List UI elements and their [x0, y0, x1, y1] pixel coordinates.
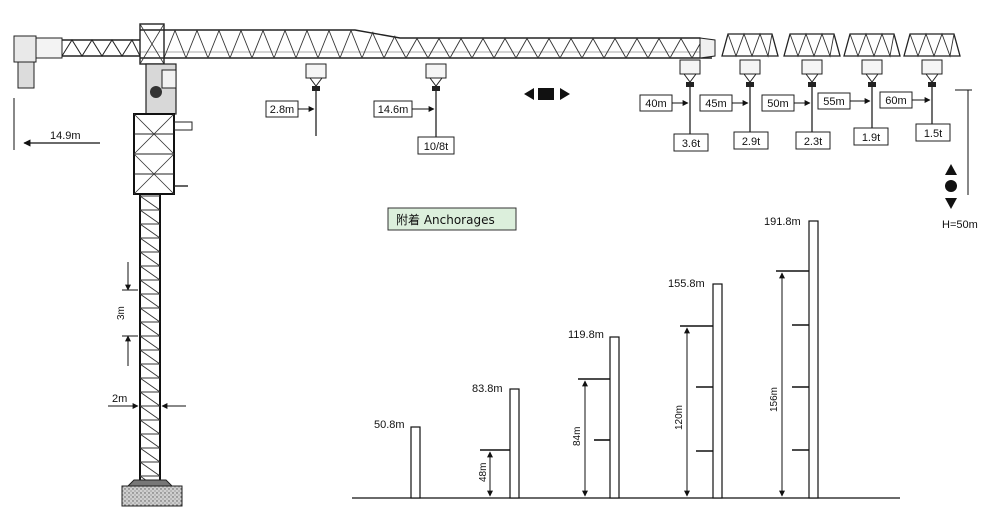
column-1-top-label: 50.8m — [374, 419, 405, 431]
hook-2-load-label: 10/8t — [424, 141, 448, 153]
tower-mast — [121, 23, 193, 507]
column-2-span-label: 48m — [478, 463, 489, 482]
anchorage-column-1: 50.8m — [374, 419, 421, 499]
hook-2-radius-label: 14.6m — [378, 104, 409, 116]
counterjib-distance-label: 14.9m — [50, 130, 81, 142]
anchorage-column-5: 191.8m 156m — [764, 216, 819, 499]
tip-55-radius: 55m — [823, 96, 844, 108]
mast-section-width-label: 2m — [112, 393, 127, 405]
tip-load-60: 60m 1.5t — [879, 91, 951, 142]
tip-60-radius: 60m — [885, 95, 906, 107]
tip-load-40: 40m 3.6t — [639, 94, 709, 152]
tip-load-45: 45m 2.9t — [699, 94, 769, 150]
column-5-span-label: 156m — [769, 387, 780, 412]
height-adjust-icon — [945, 164, 957, 209]
tip-segment — [843, 32, 901, 58]
tip-segment — [783, 32, 841, 58]
free-height: H=50m — [942, 89, 978, 231]
tip-jib-segments — [721, 32, 961, 58]
counter-jib — [13, 35, 141, 150]
tip-45-radius: 45m — [705, 98, 726, 110]
hook-2-radius: 14.6m — [373, 100, 435, 118]
free-height-label: H=50m — [942, 219, 978, 231]
mast-width-dimension: 2m — [108, 393, 186, 409]
hook-1-radius-label: 2.8m — [270, 104, 294, 116]
trolley-hook-6 — [861, 59, 883, 132]
tip-load-50: 50m 2.3t — [761, 94, 831, 150]
trolley-hook-4 — [739, 59, 761, 134]
double-arrow-trolley-icon — [524, 88, 570, 100]
trolley-hook-3 — [679, 59, 701, 134]
trolley-hook-2 — [425, 63, 447, 138]
column-5-top-label: 191.8m — [764, 216, 801, 228]
column-2-top-label: 83.8m — [472, 383, 503, 395]
tip-segment — [903, 32, 961, 58]
tip-60-load: 1.5t — [924, 128, 942, 140]
tip-50-radius: 50m — [767, 98, 788, 110]
mast-section-dimension: 3m — [116, 262, 138, 366]
column-4-span-label: 120m — [674, 405, 685, 430]
main-jib — [140, 29, 716, 59]
trolley-hook-1 — [305, 63, 327, 136]
anchorage-column-3: 119.8m 84m — [568, 329, 620, 499]
column-3-top-label: 119.8m — [568, 329, 604, 341]
trolley-hook-5 — [801, 59, 823, 134]
tip-50-load: 2.3t — [804, 136, 822, 148]
anchorage-column-2: 83.8m 48m — [472, 383, 520, 499]
trolley-hook-7 — [921, 59, 943, 128]
anchorages-legend: 附着 Anchorages — [387, 207, 517, 231]
tip-45-load: 2.9t — [742, 136, 760, 148]
tip-load-55: 55m 1.9t — [817, 92, 889, 146]
tip-segment — [721, 32, 779, 58]
anchorage-column-4: 155.8m 120m — [668, 278, 723, 499]
hook-1-radius: 2.8m — [265, 100, 315, 118]
counterjib-dimension: 14.9m — [23, 130, 100, 147]
tip-55-load: 1.9t — [862, 132, 880, 144]
tip-40-radius: 40m — [645, 98, 666, 110]
column-4-top-label: 155.8m — [668, 278, 705, 290]
hook-2-load: 10/8t — [417, 136, 455, 155]
column-3-span-label: 84m — [572, 427, 583, 446]
anchorages-legend-text: 附着 Anchorages — [396, 212, 495, 227]
mast-section-height-label: 3m — [116, 306, 127, 320]
tip-40-load: 3.6t — [682, 138, 700, 150]
